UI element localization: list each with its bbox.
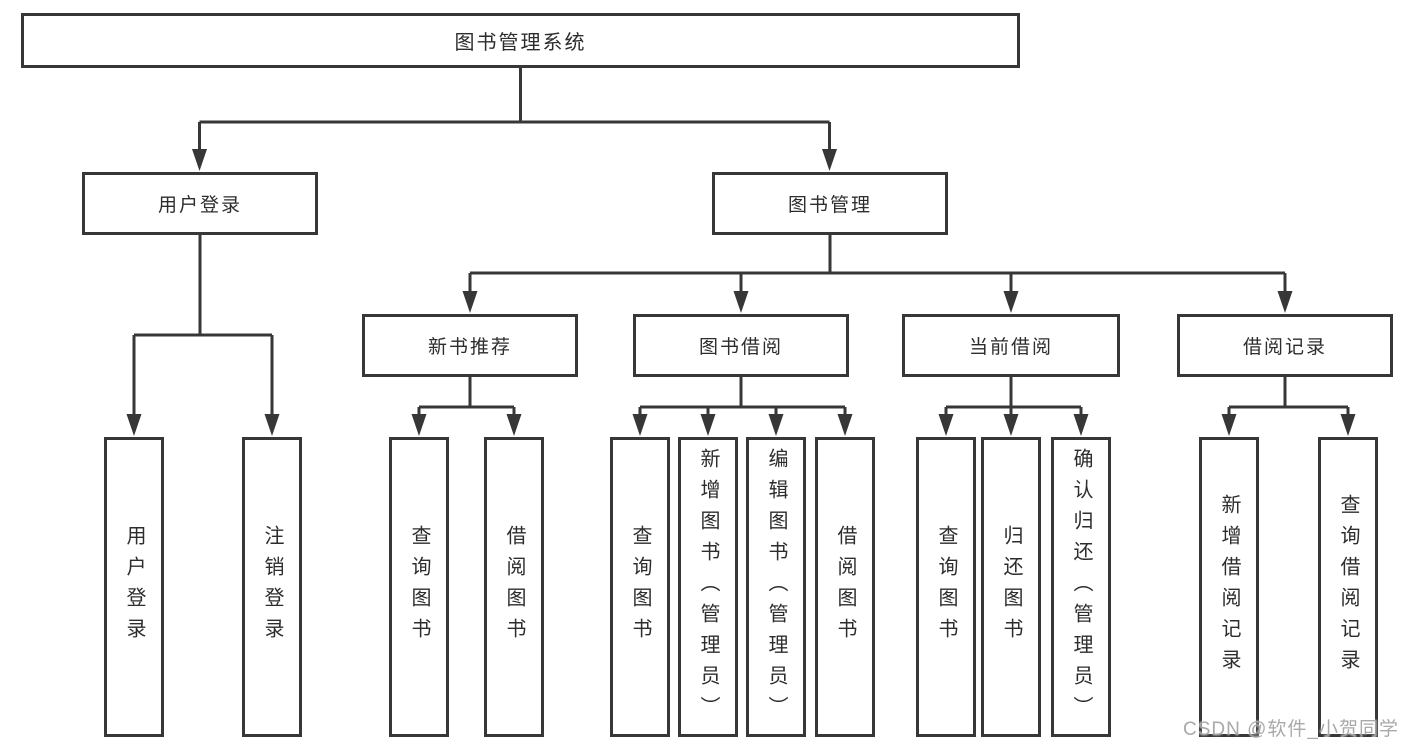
node-label: 借阅图书	[834, 525, 856, 649]
node-label: 当前借阅	[968, 337, 1053, 358]
arrowhead	[1003, 414, 1019, 436]
node-label: 编辑图书（管理员）	[765, 447, 787, 727]
node-book-management: 图书管理	[712, 172, 948, 235]
connector-root-to-level2	[192, 68, 837, 171]
arrowhead	[1073, 414, 1089, 436]
node-br-add-record: 新增借阅记录	[1199, 437, 1259, 737]
arrowhead	[822, 149, 837, 171]
node-book-borrowing: 图书借阅	[633, 314, 849, 377]
node-label: 归还图书	[1000, 525, 1022, 649]
arrowhead	[700, 414, 716, 436]
arrowhead	[126, 414, 142, 436]
node-label: 图书借阅	[698, 337, 783, 358]
arrowhead	[411, 414, 427, 436]
node-label: 查询图书	[629, 525, 651, 649]
node-current-borrowing: 当前借阅	[902, 314, 1120, 377]
node-label: 用户登录	[123, 525, 145, 649]
arrowhead	[506, 414, 522, 436]
arrowhead	[1340, 414, 1356, 436]
node-label: 新增图书（管理员）	[697, 447, 719, 727]
node-label: 查询图书	[935, 525, 957, 649]
node-label: 确认归还（管理员）	[1070, 447, 1092, 727]
arrowhead	[264, 414, 280, 436]
node-bb-query-books: 查询图书	[610, 437, 670, 737]
connector-new-books-branch	[411, 377, 522, 436]
node-bb-add-books-admin: 新增图书（管理员）	[678, 437, 738, 737]
connector-borrow-records-branch	[1221, 377, 1356, 436]
node-cb-query-books: 查询图书	[916, 437, 976, 737]
arrowhead	[462, 291, 478, 313]
arrowhead	[938, 414, 954, 436]
node-bb-edit-books-admin: 编辑图书（管理员）	[746, 437, 806, 737]
node-book-management-system: 图书管理系统	[21, 13, 1020, 68]
node-label: 借阅记录	[1242, 337, 1327, 358]
arrowhead	[768, 414, 784, 436]
node-nb-borrow-books: 借阅图书	[484, 437, 544, 737]
connector-current-borrow-branch	[938, 377, 1089, 436]
node-label: 图书管理	[787, 195, 872, 216]
node-br-query-record: 查询借阅记录	[1318, 437, 1378, 737]
node-cb-return-books: 归还图书	[981, 437, 1041, 737]
csdn-watermark: CSDN @软件_小贺同学	[1183, 719, 1399, 740]
node-label: 图书管理系统	[454, 32, 587, 54]
arrowhead	[1277, 291, 1293, 313]
node-label: 新增借阅记录	[1218, 494, 1240, 680]
arrowhead	[1003, 291, 1019, 313]
node-label: 注销登录	[261, 525, 283, 649]
arrowhead	[632, 414, 648, 436]
node-borrow-records: 借阅记录	[1177, 314, 1393, 377]
connector-book-management-branch	[462, 235, 1293, 313]
node-label: 查询借阅记录	[1337, 494, 1359, 680]
connector-user-login-branch	[126, 235, 280, 436]
connector-book-borrow-branch	[632, 377, 853, 436]
arrowhead	[837, 414, 853, 436]
node-leaf-logout: 注销登录	[242, 437, 302, 737]
node-bb-borrow-books: 借阅图书	[815, 437, 875, 737]
node-cb-confirm-return-admin: 确认归还（管理员）	[1051, 437, 1111, 737]
node-label: 借阅图书	[503, 525, 525, 649]
arrowhead	[1221, 414, 1237, 436]
node-leaf-user-login: 用户登录	[104, 437, 164, 737]
arrowhead	[733, 291, 749, 313]
node-label: 新书推荐	[427, 337, 512, 358]
node-label: 用户登录	[157, 195, 242, 216]
arrowhead	[192, 149, 207, 171]
node-new-book-recommend: 新书推荐	[362, 314, 578, 377]
node-nb-query-books: 查询图书	[389, 437, 449, 737]
node-user-login: 用户登录	[82, 172, 318, 235]
node-label: 查询图书	[408, 525, 430, 649]
